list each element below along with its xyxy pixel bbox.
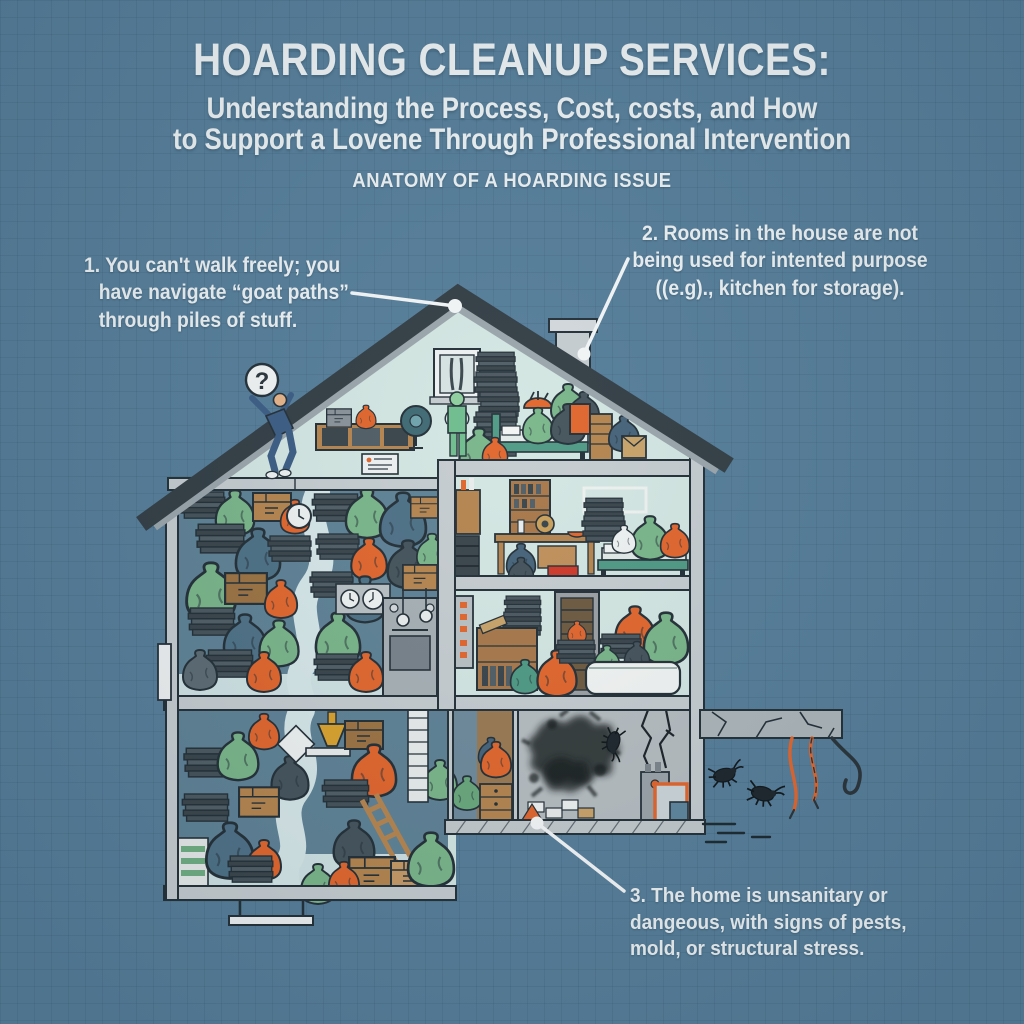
ladder	[359, 792, 413, 864]
blue-crate	[669, 801, 689, 821]
subtitle-line-1: Understanding the Process, Cost, costs, …	[206, 92, 818, 125]
attic-bed	[491, 403, 589, 460]
page-subtitle: Understanding the Process, Cost, costs, …	[72, 93, 953, 155]
suitcase	[569, 403, 591, 435]
water-ripples	[701, 822, 772, 844]
kitchen-clock-panel	[335, 583, 391, 615]
pendant-lamps	[396, 588, 433, 627]
cockroach-icon	[705, 758, 748, 791]
question-mark-icon: ?	[244, 362, 280, 398]
leader-dot-2	[577, 347, 591, 361]
callout-2-line-2: being used for intented purpose	[632, 249, 928, 273]
porch-step	[228, 900, 314, 926]
callout-3-line-3: mold, or structural stress.	[630, 938, 865, 961]
fan-icon	[400, 405, 432, 449]
resident-person	[444, 391, 470, 457]
envelope-box	[621, 435, 647, 459]
leader-dot-1	[448, 299, 462, 313]
storage-sign	[454, 595, 474, 669]
callout-unsanitary: 3. The home is unsanitary or dangeous, w…	[630, 883, 907, 963]
foundation-hatched	[444, 819, 706, 835]
header: HOARDING CLEANUP SERVICES: Understanding…	[0, 34, 1024, 193]
hallway-contents	[451, 736, 513, 823]
subtitle-line-2: to Support a Lovene Through Professional…	[172, 123, 852, 156]
callout-goat-paths: 1. You can't walk freely; you have navig…	[84, 252, 349, 334]
callout-1-line-1: 1. You can't walk freely; you	[84, 254, 341, 277]
wall-clock-icon	[286, 503, 312, 529]
leader-line-2	[582, 257, 630, 356]
exposed-wires	[788, 736, 862, 820]
leader-dots	[448, 299, 591, 830]
callout-3-line-1: 3. The home is unsanitary or	[630, 885, 888, 907]
leader-line-3	[535, 821, 626, 893]
living-room-clutter	[177, 705, 458, 905]
leader-line-1	[350, 291, 457, 308]
bedroom-contents	[454, 478, 691, 588]
callout-2-line-3: ((e.g)., kitchen for storage).	[655, 276, 905, 300]
attic-shelf	[315, 404, 415, 451]
bath-cabinet	[476, 614, 538, 691]
attic-contents	[315, 348, 647, 476]
hallway-drawers	[479, 783, 513, 823]
leader-dot-3	[530, 816, 544, 830]
cockroach-icon	[742, 776, 788, 812]
callout-1-line-2: have navigate “goat paths”	[98, 281, 349, 305]
mold-stain	[521, 708, 621, 798]
orange-basket	[523, 391, 553, 409]
callout-2-line-1: 2. Rooms in the house are not	[642, 222, 918, 245]
page-title: HOARDING CLEANUP SERVICES:	[193, 34, 831, 85]
bedroom-bed	[597, 515, 691, 577]
callout-rooms-misused: 2. Rooms in the house are not being used…	[601, 220, 960, 302]
staircase	[407, 705, 429, 803]
broken-beam	[699, 709, 843, 739]
section-label: ANATOMY OF A HOARDING ISSUE	[352, 170, 672, 192]
wall-cracks	[640, 709, 675, 771]
leader-lines	[350, 257, 630, 893]
callout-3-line-2: dangeous, with signs of pests,	[630, 911, 907, 934]
falling-person	[249, 392, 297, 490]
goat-path-kitchen	[286, 480, 334, 708]
stereo-stack	[454, 535, 480, 579]
downspout	[157, 643, 172, 701]
floor-papers	[520, 799, 595, 821]
attic-picture-frame	[361, 453, 399, 475]
svg-text:?: ?	[255, 368, 270, 395]
mold-room-contents	[520, 708, 689, 824]
callout-1-line-3: through piles of stuff.	[98, 308, 298, 332]
